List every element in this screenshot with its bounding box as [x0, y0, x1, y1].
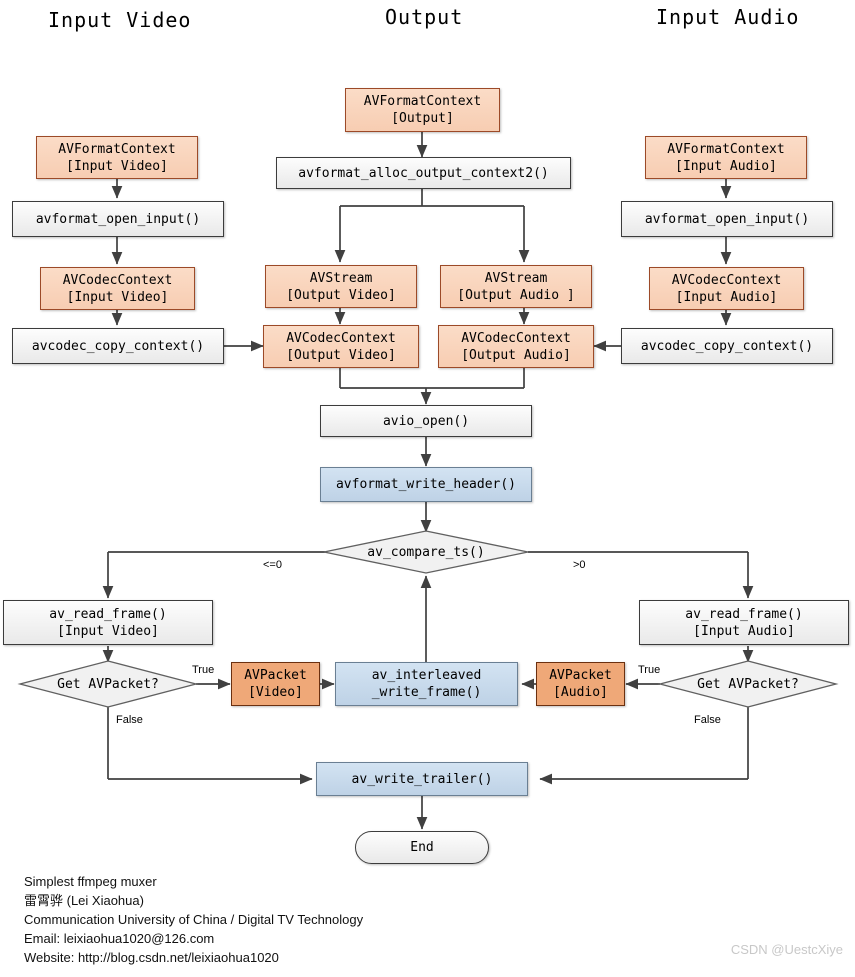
edge-label-video-false: False — [116, 714, 143, 726]
edge-label-audio-true: True — [638, 664, 661, 676]
node-line-1: av_write_trailer() — [351, 771, 493, 787]
csdn-watermark: CSDN @UestcXiye — [730, 942, 843, 957]
node-line-2: [Input Video] — [66, 158, 168, 174]
node-line-2: [Output Audio] — [461, 347, 571, 363]
edge-label-video-true: True — [192, 664, 215, 676]
node-line-2: [Input Audio] — [675, 158, 777, 174]
node-avcodeccontext-input-video[interactable]: AVCodecContext [Input Video] — [40, 267, 195, 310]
node-line-1: AVCodecContext — [671, 272, 782, 288]
node-line-1: AVCodecContext — [62, 272, 173, 288]
decision-av-compare-ts — [323, 530, 529, 574]
edge-label-compare-gt0: >0 — [573, 559, 586, 571]
node-avstream-output-audio[interactable]: AVStream [Output Audio ] — [440, 265, 592, 308]
node-line-1: AVCodecContext — [461, 330, 571, 346]
node-line-1: av_read_frame() — [49, 606, 167, 622]
node-avio-open[interactable]: avio_open() — [320, 405, 532, 437]
column-header-output: Output — [385, 5, 464, 29]
node-line-2: _write_frame() — [371, 685, 482, 700]
column-header-input-audio: Input Audio — [656, 5, 800, 29]
node-avformatcontext-input-audio[interactable]: AVFormatContext [Input Audio] — [645, 136, 807, 179]
node-line-2: [Input Video] — [66, 289, 169, 305]
node-line-1: av_interleaved — [371, 668, 482, 683]
node-line-1: av_read_frame() — [685, 606, 803, 622]
footer-line-3: Communication University of China / Digi… — [24, 912, 364, 927]
node-line-1: avformat_write_header() — [335, 477, 516, 492]
node-line-1: AVFormatContext — [667, 141, 785, 157]
node-line-1: avformat_open_input() — [35, 211, 201, 227]
node-av-write-trailer[interactable]: av_write_trailer() — [316, 762, 528, 796]
node-avformatcontext-input-video[interactable]: AVFormatContext [Input Video] — [36, 136, 198, 179]
node-line-2: [Input Audio] — [675, 289, 778, 305]
node-avformat-write-header[interactable]: avformat_write_header() — [320, 467, 532, 502]
node-line-2: [Video] — [248, 685, 303, 700]
column-header-input-video: Input Video — [48, 8, 192, 32]
node-avcodec-copy-context-video[interactable]: avcodec_copy_context() — [12, 328, 224, 364]
node-line-1: AVCodecContext — [286, 330, 396, 346]
node-line-1: AVStream — [309, 270, 373, 286]
footer-line-5: Website: http://blog.csdn.net/leixiaohua… — [24, 950, 279, 965]
node-line-1: AVFormatContext — [58, 141, 176, 157]
footer-line-2: 雷霄骅 (Lei Xiaohua) — [24, 893, 144, 908]
node-avformat-alloc-output-context2[interactable]: avformat_alloc_output_context2() — [276, 157, 571, 189]
node-line-2: [Input Video] — [57, 623, 159, 639]
node-line-1: avformat_alloc_output_context2() — [298, 165, 549, 181]
footer-line-1: Simplest ffmpeg muxer — [24, 874, 157, 889]
node-line-2: [Output Video] — [286, 347, 396, 363]
node-avformatcontext-output[interactable]: AVFormatContext [Output] — [345, 88, 500, 132]
node-avcodeccontext-input-audio[interactable]: AVCodecContext [Input Audio] — [649, 267, 804, 310]
node-line-1: avcodec_copy_context() — [31, 338, 205, 354]
node-line-2: [Audio] — [553, 685, 608, 700]
node-av-read-frame-audio[interactable]: av_read_frame() [Input Audio] — [639, 600, 849, 645]
edge-label-audio-false: False — [694, 714, 721, 726]
node-avpacket-audio[interactable]: AVPacket [Audio] — [536, 662, 625, 706]
node-avpacket-video[interactable]: AVPacket [Video] — [231, 662, 320, 706]
footer-credits: Simplest ffmpeg muxer 雷霄骅 (Lei Xiaohua) … — [24, 872, 363, 967]
node-line-2: [Output Video] — [286, 287, 396, 303]
node-line-1: AVStream — [484, 270, 548, 286]
node-line-1: End — [410, 840, 434, 855]
node-line-1: avformat_open_input() — [644, 211, 810, 227]
node-line-1: avcodec_copy_context() — [640, 338, 814, 354]
node-end[interactable]: End — [355, 831, 489, 864]
node-line-1: AVPacket — [549, 668, 612, 683]
edge-label-compare-le0: <=0 — [263, 559, 282, 571]
node-av-interleaved-write-frame[interactable]: av_interleaved _write_frame() — [335, 662, 518, 706]
node-line-2: [Input Audio] — [693, 623, 795, 639]
decision-label-get-avpacket-video[interactable]: Get AVPacket? — [57, 676, 159, 692]
node-avcodeccontext-output-audio[interactable]: AVCodecContext [Output Audio] — [438, 325, 594, 368]
node-line-2: [Output] — [391, 111, 454, 126]
decision-get-avpacket-video — [17, 660, 199, 708]
node-av-read-frame-video[interactable]: av_read_frame() [Input Video] — [3, 600, 213, 645]
node-avcodeccontext-output-video[interactable]: AVCodecContext [Output Video] — [263, 325, 419, 368]
footer-line-4: Email: leixiaohua1020@126.com — [24, 931, 215, 946]
node-line-1: AVPacket — [244, 668, 307, 683]
node-line-1: AVFormatContext — [363, 94, 482, 109]
node-avformat-open-input-audio[interactable]: avformat_open_input() — [621, 201, 833, 237]
node-avstream-output-video[interactable]: AVStream [Output Video] — [265, 265, 417, 308]
node-line-1: avio_open() — [382, 413, 470, 429]
decision-label-av-compare-ts[interactable]: av_compare_ts() — [367, 545, 485, 560]
node-line-2: [Output Audio ] — [457, 287, 575, 303]
node-avcodec-copy-context-audio[interactable]: avcodec_copy_context() — [621, 328, 833, 364]
decision-label-get-avpacket-audio[interactable]: Get AVPacket? — [697, 676, 799, 692]
decision-get-avpacket-audio — [657, 660, 839, 708]
node-avformat-open-input-video[interactable]: avformat_open_input() — [12, 201, 224, 237]
